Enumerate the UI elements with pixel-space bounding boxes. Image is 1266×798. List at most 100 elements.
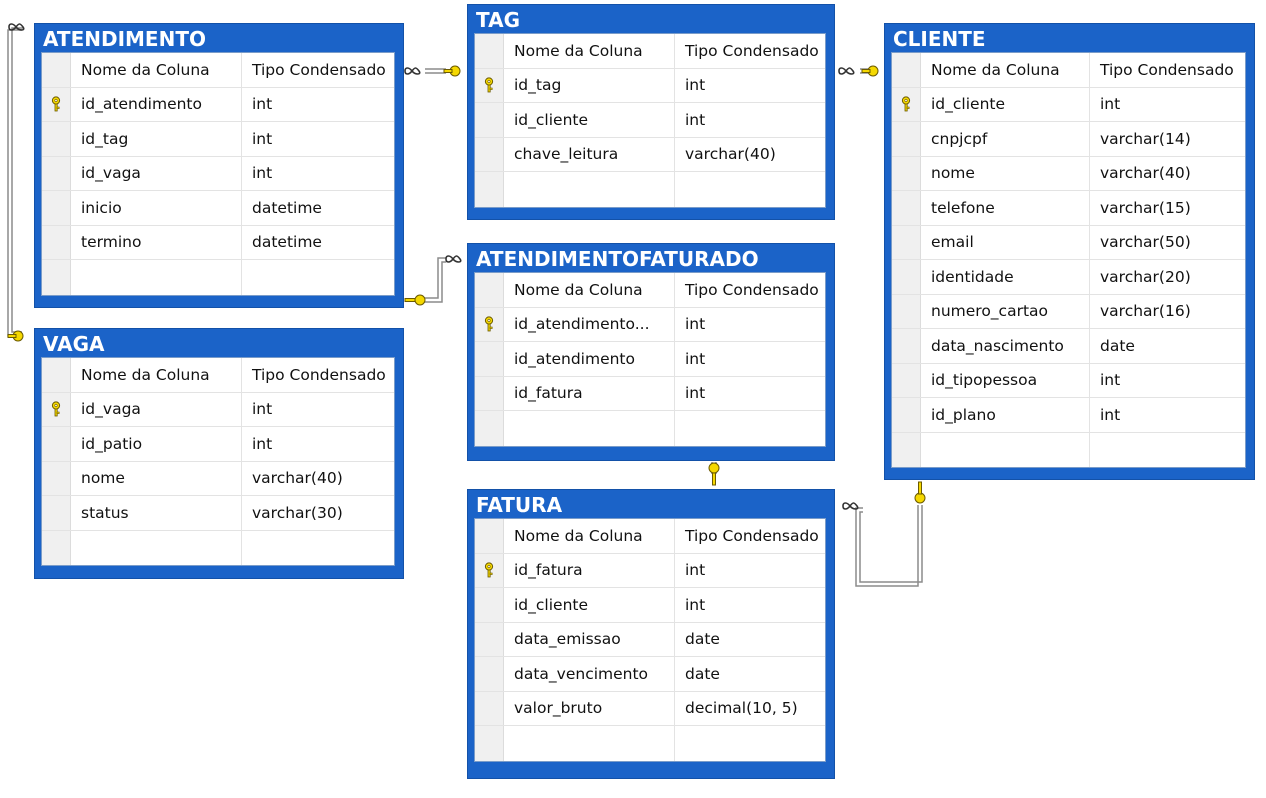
one-end-icons [7,65,926,504]
row-selector [42,427,71,461]
many-end-icon [838,67,855,75]
many-end-icon [8,23,25,31]
column-type: varchar(40) [1100,164,1191,183]
column-type: int [252,434,273,453]
primary-key-icon [51,401,61,417]
row-selector [892,294,921,328]
column-type: int [252,400,273,419]
column-type: int [252,95,273,114]
column-name: status [71,496,242,530]
empty-row [475,172,825,207]
column-type: int [252,164,273,183]
row-selector [475,588,504,622]
column-name: nome [921,156,1090,190]
column-type: int [1100,405,1121,424]
column-row[interactable]: id_tag int [42,122,394,157]
column-type: date [1100,336,1135,355]
column-type: date [685,664,720,683]
connector-atendimento-atendfaturado [420,257,446,303]
column-row[interactable]: id_cliente int [892,87,1245,122]
row-selector [892,260,921,294]
column-name [504,411,675,446]
row-selector [475,691,504,725]
column-name: id_fatura [504,376,675,410]
one-end-key-icon [443,65,461,77]
column-row[interactable]: nome varchar(40) [892,156,1245,191]
row-selector [42,53,71,87]
column-type: datetime [252,233,322,252]
header-name-col: Nome da Coluna [504,34,675,68]
header-type-col: Tipo Condensado [675,34,825,68]
table-title: ATENDIMENTOFATURADO [476,247,759,271]
column-name: id_fatura [504,553,675,587]
column-type: int [685,110,706,129]
row-selector [475,342,504,376]
primary-key-icon [901,96,911,112]
column-type: int [1100,371,1121,390]
row-selector [475,273,504,307]
column-type: varchar(15) [1100,198,1191,217]
column-type: int [252,129,273,148]
column-type: varchar(50) [1100,233,1191,252]
column-type: int [1100,95,1121,114]
row-selector [475,307,504,341]
row-selector [892,363,921,397]
column-row[interactable]: id_fatura int [475,376,825,411]
column-name [921,432,1090,467]
column-row[interactable]: id_atendimento...int [475,307,825,342]
many-end-icon [404,67,421,75]
header-name-col: Nome da Coluna [71,358,242,392]
header-name-col: Nome da Coluna [504,273,675,307]
column-type: varchar(14) [1100,129,1191,148]
row-selector [42,191,71,225]
column-name: id_cliente [504,588,675,622]
row-selector [42,461,71,495]
row-selector [892,87,921,121]
column-type: int [685,384,706,403]
column-name: id_cliente [921,87,1090,121]
row-selector [42,496,71,530]
column-name: nome [71,461,242,495]
column-name: id_tag [71,122,242,156]
row-selector [892,191,921,225]
header-name-col: Nome da Coluna [71,53,242,87]
